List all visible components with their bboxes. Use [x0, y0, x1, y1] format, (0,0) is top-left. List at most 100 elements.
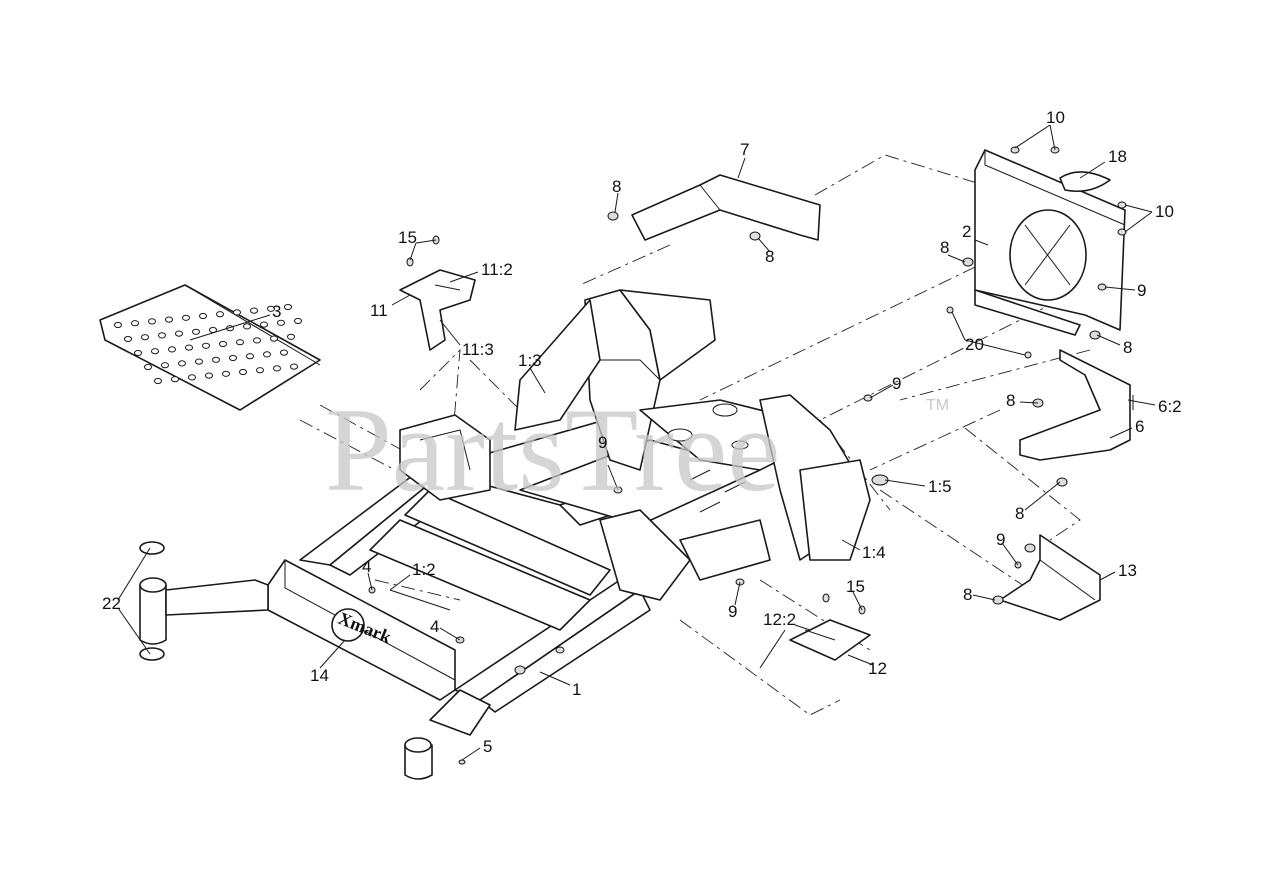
- perforation-hole: [277, 319, 285, 326]
- perforation-hole: [134, 349, 142, 357]
- watermark-text: PartsTree: [325, 383, 781, 516]
- perforation-hole: [124, 335, 132, 343]
- perforation-hole: [216, 311, 224, 318]
- callout-8: 8: [612, 177, 621, 196]
- perforation-hole: [148, 318, 156, 325]
- leader-lines: [117, 124, 1156, 761]
- perforation-hole: [212, 356, 220, 363]
- rear-bumper-7: [607, 174, 821, 241]
- perforation-hole: [233, 309, 241, 316]
- perforation-hole: [287, 333, 295, 340]
- callout-11-2: 11:2: [481, 260, 513, 279]
- caster-tube: [404, 737, 433, 780]
- callout-1-3: 1:3: [518, 351, 542, 370]
- callout-15: 15: [398, 228, 417, 247]
- callout-8: 8: [1006, 391, 1015, 410]
- perforation-hole: [260, 321, 268, 328]
- perforation-hole: [256, 367, 264, 374]
- perforation-hole: [185, 344, 193, 351]
- callout-14: 14: [310, 666, 329, 685]
- perforation-hole: [141, 334, 149, 341]
- callout-1-2: 1:2: [412, 560, 436, 579]
- foot-plate: [99, 284, 321, 411]
- callout-10: 10: [1155, 202, 1174, 221]
- perforation-hole: [246, 353, 254, 360]
- callout-13: 13: [1118, 561, 1137, 580]
- perforation-hole: [205, 372, 213, 379]
- callout-4: 4: [362, 557, 371, 576]
- callout-18: 18: [1108, 147, 1127, 166]
- perforation-hole: [250, 307, 258, 314]
- rear-bumper-6: [1019, 349, 1131, 487]
- callout-1-5: 1:5: [928, 477, 952, 496]
- callout-9: 9: [892, 374, 901, 393]
- callout-15: 15: [846, 577, 865, 596]
- perforation-hole: [114, 321, 122, 329]
- callout-11-3: 11:3: [462, 340, 494, 359]
- perforation-hole: [202, 342, 210, 349]
- perforation-hole: [199, 312, 207, 320]
- perforation-hole: [294, 317, 302, 325]
- callout-9: 9: [1137, 281, 1146, 300]
- callout-1: 1: [572, 680, 581, 699]
- perforation-hole: [168, 346, 176, 353]
- callout-10: 10: [1046, 108, 1065, 127]
- perforation-hole: [219, 340, 227, 348]
- perforation-hole: [284, 303, 292, 311]
- perforation-hole: [131, 320, 139, 327]
- side-shield-13: [992, 534, 1101, 621]
- callout-7: 7: [740, 140, 749, 159]
- perforation-hole: [192, 328, 200, 335]
- callout-9: 9: [728, 602, 737, 621]
- perforation-hole: [171, 376, 179, 383]
- perforation-hole: [253, 337, 261, 344]
- callout-8: 8: [765, 247, 774, 266]
- perforation-hole: [188, 374, 196, 381]
- axle-pivot-assembly: [139, 541, 269, 661]
- callout-6: 6: [1135, 417, 1144, 436]
- callout-labels: 10 7 18 8 10 2 15 8 8 11:2 3 9 11 11:3 2…: [102, 108, 1182, 756]
- callout-2: 2: [962, 222, 971, 241]
- perforation-hole: [158, 332, 166, 339]
- perforation-hole: [154, 377, 162, 385]
- perforation-hole: [236, 339, 244, 346]
- callout-12-2: 12:2: [763, 610, 796, 629]
- perforation-hole: [229, 354, 237, 362]
- callout-9: 9: [996, 530, 1005, 549]
- perforation-hole: [178, 360, 186, 367]
- perforation-hole: [263, 351, 271, 358]
- callout-3: 3: [272, 302, 281, 321]
- perforation-hole: [195, 358, 203, 365]
- callout-4: 4: [430, 617, 439, 636]
- perforation-hole: [239, 368, 247, 376]
- perforation-hole: [151, 348, 159, 355]
- perforation-hole: [267, 305, 275, 312]
- main-frame: [267, 289, 871, 736]
- perforation-hole: [175, 330, 183, 337]
- perforation-hole: [222, 370, 230, 377]
- callout-1-4: 1:4: [862, 543, 886, 562]
- watermark-trademark: TM: [926, 397, 949, 414]
- perforation-hole: [165, 316, 173, 323]
- perforation-hole: [161, 362, 169, 369]
- callout-8: 8: [1015, 504, 1024, 523]
- rear-shield-2: [962, 146, 1127, 340]
- bracket-11: [399, 235, 476, 351]
- callout-12: 12: [868, 659, 887, 678]
- callout-5: 5: [483, 737, 492, 756]
- callout-9: 9: [598, 433, 607, 452]
- perforation-hole: [280, 349, 288, 356]
- callout-20: 20: [965, 335, 984, 354]
- perforation-hole: [290, 363, 298, 370]
- perforation-hole: [243, 323, 251, 330]
- perforation-hole: [273, 365, 281, 372]
- perforation-hole: [144, 363, 152, 371]
- perforation-hole: [270, 335, 278, 342]
- callout-6-2: 6:2: [1158, 397, 1182, 416]
- callout-11: 11: [370, 301, 388, 320]
- watermark: PartsTree TM: [325, 383, 949, 516]
- callout-8: 8: [963, 585, 972, 604]
- callout-8: 8: [940, 238, 949, 257]
